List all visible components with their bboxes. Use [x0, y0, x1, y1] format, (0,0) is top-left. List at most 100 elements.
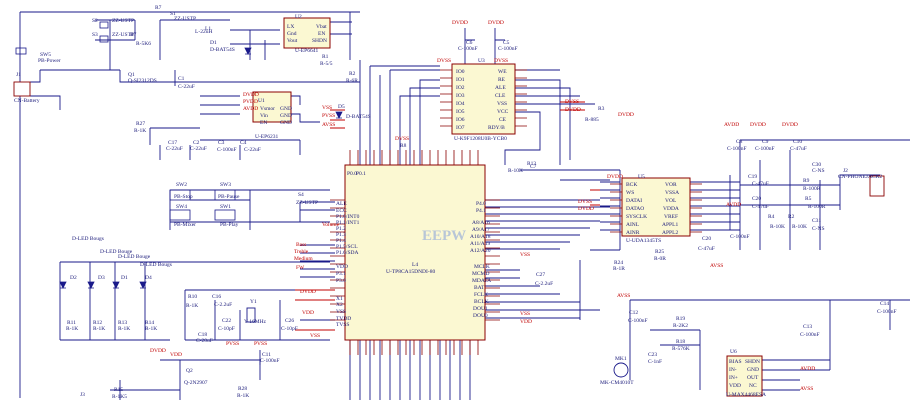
battery-connector-J1[interactable] [13, 81, 31, 97]
component-label: P1.2 [336, 226, 346, 232]
component-label: R11 [67, 320, 76, 326]
diode-D5-icon [335, 111, 343, 119]
component-label: IO2 [456, 85, 465, 91]
component-label: C-2.2uF [535, 281, 553, 287]
component-label: D2 [70, 275, 77, 281]
component-label: P1.3 [336, 232, 346, 238]
component-label: VOL [665, 198, 677, 204]
component-label: C-22uF [244, 147, 261, 153]
switch-SW1[interactable] [214, 209, 236, 221]
component-label: SW3 [220, 182, 231, 188]
component-label: C-100nF [217, 147, 237, 153]
component-label: U-EP6641 [295, 48, 318, 54]
component-label: PVDD [243, 99, 258, 105]
component-label: R8 [400, 143, 407, 149]
component-label: P3.1 [336, 271, 346, 277]
component-label: C27 [536, 272, 545, 278]
switch-SW3[interactable] [214, 189, 236, 201]
component-label: C31 [812, 218, 821, 224]
component-label: R2 [788, 214, 795, 220]
component-label: C3 [218, 140, 225, 146]
component-label: S3 [92, 32, 98, 38]
component-label: IO1 [456, 77, 465, 83]
component-label: R-5K6 [136, 41, 151, 47]
switch-SW2[interactable] [169, 189, 191, 201]
component-label: CLE [495, 93, 506, 99]
component-label: D-BAT54S [210, 47, 235, 53]
component-label: R5 [805, 196, 812, 202]
component-label: PB-Pause [218, 194, 240, 200]
component-label: Q-2N2907 [184, 380, 208, 386]
component-label: MCMD [472, 271, 489, 277]
component-label: VREF [664, 214, 678, 220]
component-label: C-22uF [166, 146, 183, 152]
component-label: Q1 [128, 72, 135, 78]
component-label: CN-Battery [14, 98, 40, 104]
component-label: D1 [210, 40, 217, 46]
component-label: SHDN [312, 38, 327, 44]
component-label: AVDD [243, 106, 258, 112]
component-label: P4.1 [476, 208, 486, 214]
component-label: R7 [130, 32, 137, 38]
component-label: R18 [676, 339, 685, 345]
component-label: ALE [336, 201, 347, 207]
component-label: R-10K [508, 168, 523, 174]
component-label: C6 [466, 40, 473, 46]
component-label: R-1K5 [112, 394, 127, 400]
component-label: EN [260, 120, 267, 126]
main-mcu-L4 [344, 164, 486, 341]
component-label: U6 [730, 349, 737, 355]
component-label: AINL [626, 222, 640, 228]
component-label: VSS [520, 252, 530, 258]
component-label: R25 [655, 249, 664, 255]
component-label: P4.0 [476, 201, 486, 207]
component-label: DVDD [578, 206, 594, 212]
phone-jack-J2[interactable] [869, 175, 885, 197]
component-label: C-20uF [196, 338, 213, 344]
component-label: OUT [747, 375, 759, 381]
component-label: Q-SI2312DS [128, 78, 157, 84]
switch-SW4[interactable] [169, 209, 191, 221]
crystal-Y1 [246, 307, 256, 323]
component-label: U5 [638, 174, 645, 180]
led-D2-icon [59, 281, 67, 289]
component-label: D-LED Bouge [118, 254, 151, 260]
component-label: C13 [803, 324, 812, 330]
component-label: PB-Stop [174, 194, 193, 200]
switch-SW5[interactable] [15, 47, 27, 55]
component-label: R15 [114, 387, 123, 393]
component-label: VSS [497, 101, 507, 107]
component-label: R-10K [770, 224, 785, 230]
component-label: SHDN [745, 359, 760, 365]
component-label: U-TP8CA15DNDI-80 [386, 269, 435, 275]
component-label: SW5 [40, 52, 51, 58]
switch-S3[interactable] [99, 35, 109, 43]
component-label: R13 [118, 320, 127, 326]
component-label: FW [296, 265, 305, 271]
component-label: C17 [168, 140, 177, 146]
component-label: ALE [495, 85, 506, 91]
component-label: C-1nF [648, 359, 662, 365]
component-label: J2 [843, 168, 848, 174]
component-label: ZZ-USTP [174, 16, 196, 22]
component-label: DATAO [626, 206, 644, 212]
component-label: DVDD [243, 92, 259, 98]
switch-S2[interactable] [99, 21, 109, 29]
component-label: R-1K [118, 326, 130, 332]
component-label: RDY/B [488, 125, 505, 131]
component-label: P0.1 [356, 171, 366, 177]
watermark: EEPW [422, 228, 466, 244]
mic-amp-U6 [726, 355, 763, 397]
component-label: DVDD [565, 107, 581, 113]
component-label: P3.0 [336, 278, 346, 284]
component-label: L1 [205, 26, 211, 32]
leds [59, 47, 343, 289]
component-label: R27 [136, 121, 145, 127]
component-label: Volume [322, 222, 340, 228]
component-label: C20 [752, 196, 761, 202]
component-label: AVDD [726, 202, 741, 208]
component-label: U2 [295, 14, 302, 20]
component-label: P0.0 [347, 171, 357, 177]
component-label: R-1K [237, 393, 249, 399]
